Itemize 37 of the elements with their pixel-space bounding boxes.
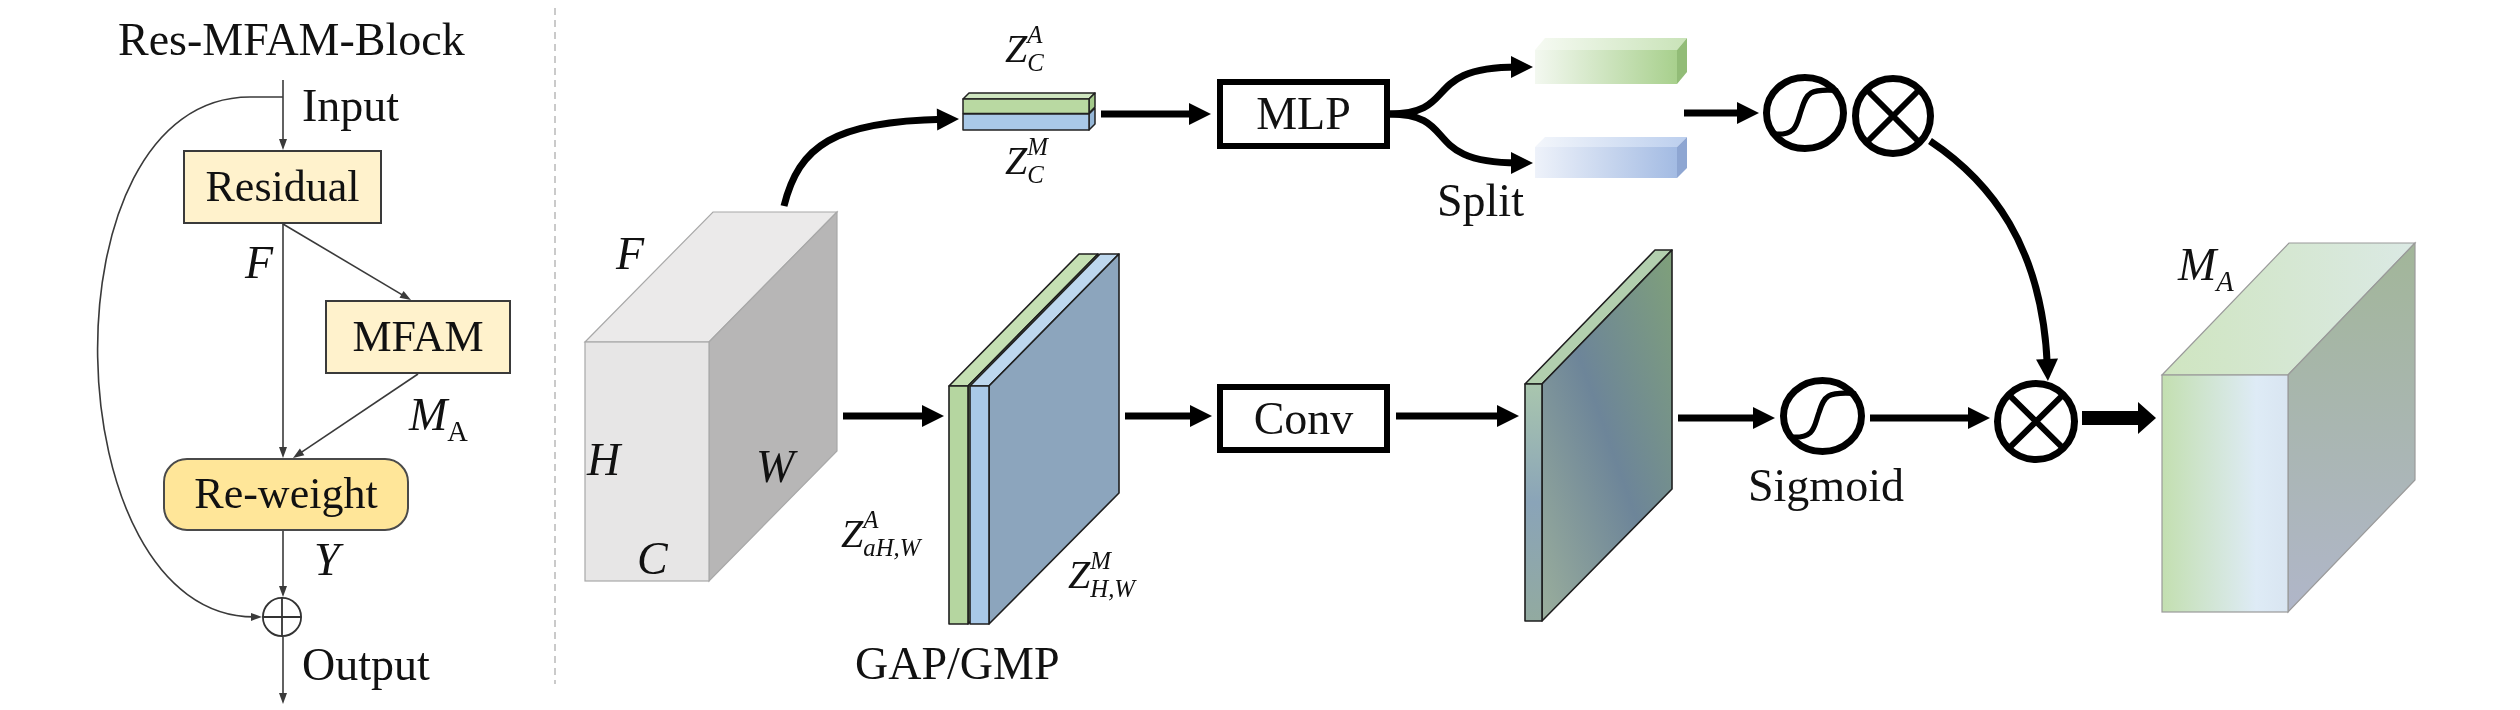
arrow [279, 636, 287, 704]
feature-map-slab [1525, 250, 1672, 621]
tensor-label: F [616, 227, 645, 281]
circled-times-icon [1994, 380, 2078, 463]
process-box: MLP [1217, 79, 1390, 149]
circled-times-icon [1852, 75, 1934, 157]
vector-bar [963, 93, 1095, 130]
dimension-label: C [637, 532, 668, 586]
vector-bar [1535, 38, 1687, 84]
circled-plus-icon [262, 597, 302, 637]
vector-bar [1535, 137, 1687, 178]
operation-label: Sigmoid [1748, 459, 1904, 513]
tensor-label: M$_{A}$ [2178, 238, 2234, 294]
operation-label: Split [1437, 174, 1524, 228]
process-box: Residual [183, 150, 382, 224]
arrow [1389, 110, 1533, 174]
operation-label: GAP/GMP [855, 637, 1060, 691]
edge-label: F [245, 236, 274, 290]
arrow [1927, 138, 2058, 381]
process-box: MFAM [325, 300, 511, 374]
process-box: Conv [1217, 384, 1390, 453]
arrow [279, 223, 287, 458]
process-box: Re-weight [163, 458, 409, 531]
sigmoid-icon [1780, 377, 1865, 455]
arrow [293, 373, 419, 458]
sigmoid-icon [1763, 74, 1847, 152]
arrow [279, 79, 287, 150]
arrow [279, 530, 287, 597]
dimension-label: H [587, 433, 621, 487]
edge-label: Output [302, 638, 430, 692]
edge-label: Input [302, 79, 400, 133]
arrow [2082, 402, 2156, 434]
edge-label: M$_{A}$ [409, 388, 468, 444]
arrow [282, 223, 411, 300]
panel-title: Res-MFAM-Block [118, 13, 465, 67]
arrow [96, 96, 284, 621]
arrow [780, 108, 959, 207]
